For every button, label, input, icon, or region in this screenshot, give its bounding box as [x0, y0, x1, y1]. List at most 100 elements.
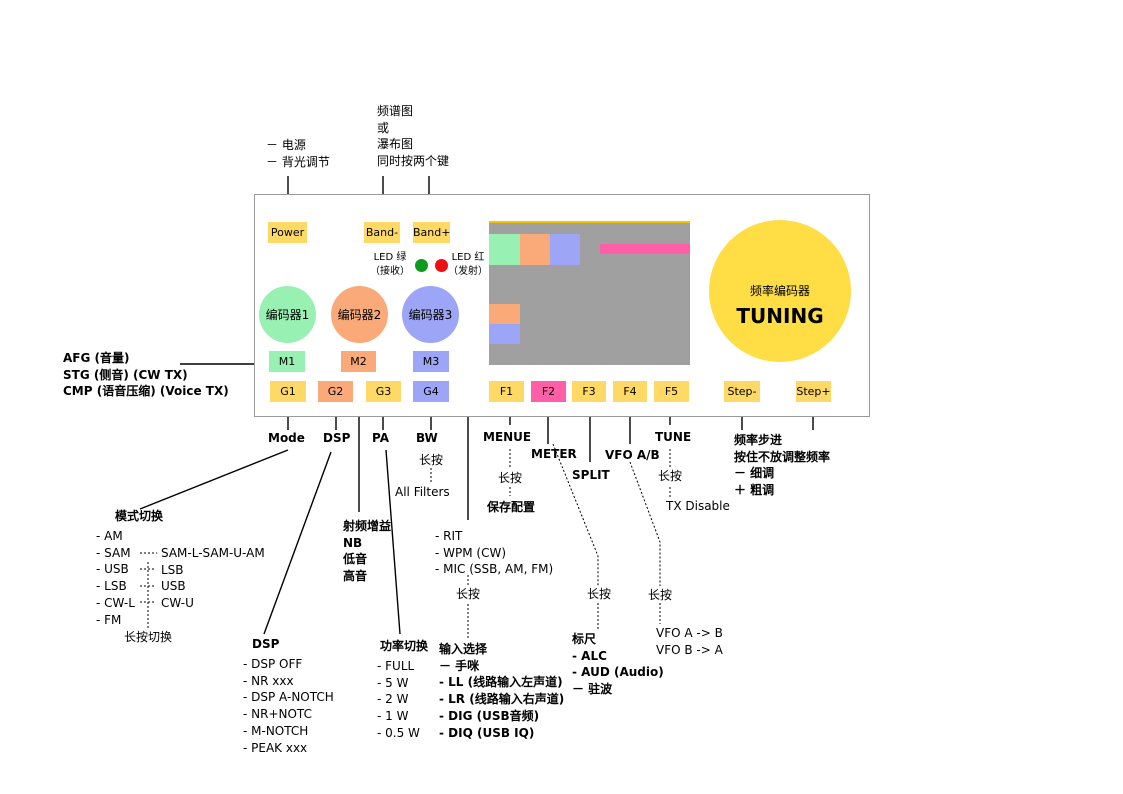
- led-red-caption: LED 红 （发射）: [448, 251, 488, 279]
- input-item: - LR (线路输入右声道): [439, 692, 565, 707]
- vfo-list: VFO A -> B VFO B -> A: [656, 625, 723, 658]
- g4-button[interactable]: G4: [413, 381, 449, 402]
- encoder-1-knob[interactable]: 编码器1: [259, 286, 316, 343]
- meter-item: - ALC: [572, 648, 607, 663]
- pa-item: - 2 W: [377, 692, 409, 707]
- m1-note-2: STG (侧音) (CW TX): [63, 367, 188, 382]
- led-green-indicator: [415, 259, 428, 272]
- mode-long-press: 长按切换: [124, 630, 173, 644]
- g1-button[interactable]: G1: [270, 381, 306, 402]
- input-item: - LL (线路输入左声道): [439, 675, 563, 690]
- pa-connector: [385, 449, 401, 635]
- pa-label: PA: [372, 431, 389, 445]
- dsp-list-title: DSP: [252, 637, 280, 651]
- f3-button[interactable]: F3: [572, 381, 606, 402]
- menue-save-config: 保存配置: [487, 500, 536, 514]
- vfo-item-ab: VFO A -> B: [656, 626, 723, 640]
- f1-button[interactable]: F1: [489, 381, 524, 402]
- m3-item-rit: - RIT: [435, 529, 463, 543]
- dsp-list: - DSP OFF - NR xxx - DSP A-NOTCH - NR+NO…: [243, 656, 334, 756]
- tuning-title: 频率编码器: [749, 284, 810, 298]
- dsp-item: - DSP A-NOTCH: [243, 690, 334, 705]
- pa-item: - 0.5 W: [377, 725, 420, 740]
- tuning-label: TUNING: [736, 304, 824, 328]
- band-plus-button[interactable]: Band+: [413, 222, 450, 243]
- band-notes: 频谱图 或 瀑布图 同时按两个键: [377, 103, 449, 170]
- dsp-item: - PEAK xxx: [243, 740, 308, 755]
- mode-item-lsb: - LSB: [96, 579, 127, 594]
- split-label: SPLIT: [572, 468, 610, 482]
- f4-button[interactable]: F4: [613, 381, 647, 402]
- screen-block-green: [489, 234, 520, 265]
- dsp-item: - M-NOTCH: [243, 723, 309, 738]
- tune-long-press: 长按: [658, 469, 683, 483]
- dsp-item: - NR xxx: [243, 673, 294, 688]
- meter-list: 标尺 - ALC - AUD (Audio) － 驻波: [572, 631, 664, 698]
- m2-note-2: NB: [343, 535, 363, 550]
- meter-long-press: 长按: [587, 587, 612, 601]
- meter-dotted-1: [552, 443, 599, 586]
- power-notes: － 电源 － 背光调节: [266, 137, 330, 170]
- mode-item-sam: - SAM: [96, 545, 131, 560]
- tune-label: TUNE: [655, 430, 692, 444]
- m1-notes: AFG (音量) STG (侧音) (CW TX) CMP (语音压缩) (Vo…: [63, 350, 229, 400]
- step-note-2: 按住不放调整频率: [734, 449, 831, 464]
- led-green-caption: LED 绿 （接收）: [370, 251, 410, 279]
- led-red-indicator: [435, 259, 448, 272]
- m1-note-3: CMP (语音压缩) (Voice TX): [63, 384, 229, 399]
- g3-button[interactable]: G3: [366, 381, 401, 402]
- meter-label: METER: [531, 447, 577, 461]
- m2-notes: 射频增益 NB 低音 高音: [343, 518, 391, 585]
- m3-button[interactable]: M3: [413, 351, 449, 372]
- bw-long-press: 长按: [419, 453, 444, 467]
- band-note-2: 或: [377, 120, 390, 135]
- pa-item: - 1 W: [377, 709, 409, 724]
- tx-disable-label: TX Disable: [666, 499, 730, 513]
- encoder-2-label: 编码器2: [337, 308, 382, 322]
- f2-button[interactable]: F2: [531, 381, 566, 402]
- menue-long-press: 长按: [498, 471, 523, 485]
- vfo-dotted-1: [629, 461, 661, 586]
- g2-button[interactable]: G2: [318, 381, 353, 402]
- input-item: - DIG (USB音频): [439, 708, 540, 723]
- pa-item: - FULL: [377, 659, 415, 673]
- mode-list-title: 模式切换: [115, 509, 164, 523]
- vfo-long-press: 长按: [648, 588, 673, 602]
- m1-button[interactable]: M1: [269, 351, 305, 372]
- screen-block-orange-2: [489, 304, 520, 324]
- mode-item-usb: - USB: [96, 562, 129, 577]
- tuning-knob[interactable]: 频率编码器 TUNING: [709, 220, 851, 362]
- input-item: － 手咪: [439, 658, 480, 673]
- mode-label: Mode: [268, 431, 305, 445]
- band-minus-button[interactable]: Band-: [364, 222, 400, 243]
- mode-alt-lsb: LSB: [161, 562, 184, 577]
- band-note-3: 瀑布图: [377, 137, 414, 152]
- mode-alt-sam: SAM-L-SAM-U-AM: [161, 546, 265, 560]
- step-minus-button[interactable]: Step-: [724, 381, 760, 402]
- led-red-sub: （发射）: [448, 266, 488, 277]
- input-list-title: 输入选择: [439, 642, 488, 656]
- step-note-4: ＋ 粗调: [734, 483, 775, 498]
- bw-label: BW: [416, 431, 438, 445]
- m2-button[interactable]: M2: [341, 351, 376, 372]
- m2-note-4: 高音: [343, 569, 368, 584]
- f5-button[interactable]: F5: [654, 381, 689, 402]
- encoder-2-knob[interactable]: 编码器2: [331, 286, 388, 343]
- pa-list-title: 功率切换: [380, 639, 429, 653]
- m2-note-1: 射频增益: [343, 519, 392, 533]
- m3-list: - RIT - WPM (CW) - MIC (SSB, AM, FM): [435, 528, 553, 578]
- input-list: 输入选择 － 手咪 - LL (线路输入左声道) - LR (线路输入右声道) …: [439, 641, 564, 741]
- pa-item: - 5 W: [377, 675, 409, 690]
- power-button[interactable]: Power: [268, 222, 307, 243]
- step-plus-button[interactable]: Step+: [796, 381, 831, 402]
- screen-block-blue: [550, 234, 580, 265]
- meter-list-title: 标尺: [572, 632, 597, 646]
- encoder-3-knob[interactable]: 编码器3: [402, 286, 459, 343]
- m3-long-press: 长按: [456, 587, 481, 601]
- screen-block-orange: [520, 234, 550, 265]
- mode-list-left: - AM - SAM - USB - LSB - CW-L - FM: [96, 528, 135, 628]
- encoder-1-label: 编码器1: [265, 308, 310, 322]
- vfoab-label: VFO A/B: [605, 448, 660, 462]
- dsp-item: - NR+NOTC: [243, 707, 312, 722]
- encoder-3-label: 编码器3: [408, 308, 453, 322]
